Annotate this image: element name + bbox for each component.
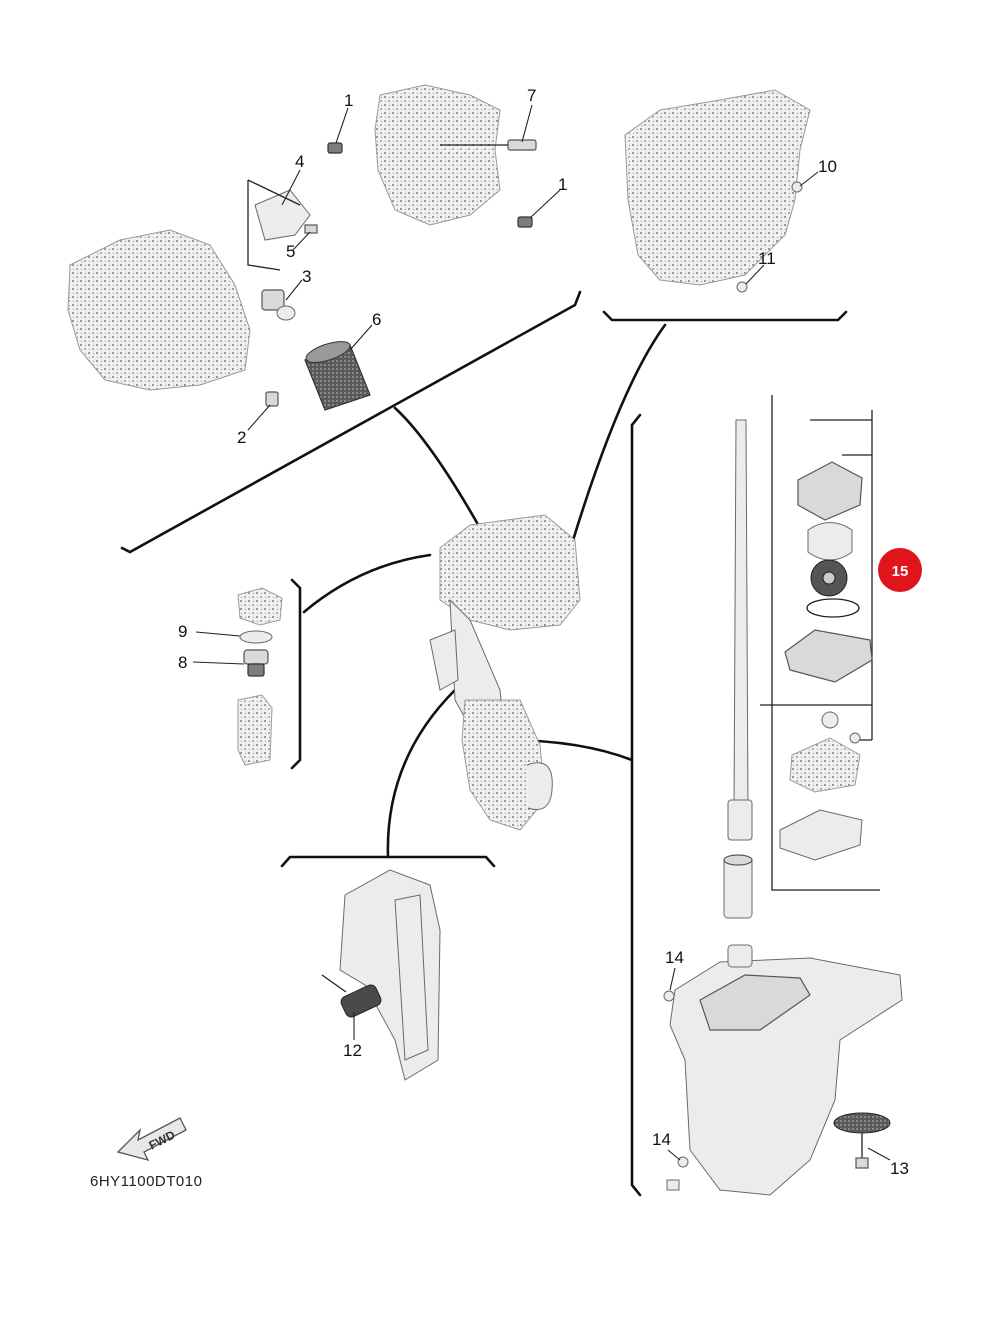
plug-part xyxy=(736,281,748,293)
callout-2: 2 xyxy=(237,428,246,447)
crankcase-right-drawing xyxy=(624,89,811,286)
pump-housing-part xyxy=(797,461,863,521)
callout-4: 4 xyxy=(295,152,304,171)
callout-14-top: 14 xyxy=(665,948,684,967)
anode-part xyxy=(321,974,382,1018)
screw-part xyxy=(304,224,318,234)
callout-9: 9 xyxy=(178,622,187,641)
impeller-part xyxy=(810,559,848,597)
insert-cartridge-part xyxy=(807,522,853,561)
outboard-motor-drawing xyxy=(429,514,581,831)
callout-5: 5 xyxy=(286,242,295,261)
lower-unit-group xyxy=(663,944,903,1196)
bolt-part xyxy=(677,1156,689,1168)
callout-1-top: 1 xyxy=(344,91,353,110)
callout-3: 3 xyxy=(302,267,311,286)
group-bracket-top-right xyxy=(602,310,848,322)
pump-o-ring-part xyxy=(806,598,860,618)
callout-13: 13 xyxy=(890,1159,909,1178)
callout-10: 10 xyxy=(818,157,837,176)
oil-filter-part xyxy=(304,341,371,411)
oil-pressure-switch-part xyxy=(261,289,296,321)
clamp-bracket-group xyxy=(321,869,441,1081)
bolt-part xyxy=(517,216,533,228)
cylinder-block-group xyxy=(67,84,561,431)
callout-14-bottom: 14 xyxy=(652,1130,671,1149)
group-bracket-bottom xyxy=(280,855,496,868)
highlight-callout-label: 15 xyxy=(892,563,909,580)
drain-plug-part xyxy=(265,391,279,407)
highlight-callout-15[interactable]: 15 xyxy=(878,548,922,592)
plug-part xyxy=(791,181,803,193)
crankcase-left-drawing xyxy=(67,229,251,391)
trim-tab-part xyxy=(833,1112,891,1169)
crankcase-right-group xyxy=(624,89,819,293)
callout-6: 6 xyxy=(372,310,381,329)
callout-8: 8 xyxy=(178,653,187,672)
gasket-part xyxy=(254,189,311,241)
callout-labels: 1 1 2 3 4 5 6 7 8 9 10 11 12 13 14 14 xyxy=(178,86,909,1178)
callout-7: 7 xyxy=(527,86,536,105)
thermostat-part xyxy=(243,649,269,677)
cylinder-head-drawing xyxy=(374,84,501,226)
outer-plate-part xyxy=(784,629,873,683)
drive-shaft-part xyxy=(723,419,753,919)
bolt-part xyxy=(663,990,675,1002)
thermostat-group xyxy=(192,587,283,766)
water-pump-group xyxy=(723,395,880,919)
group-bracket-mid-left xyxy=(290,578,302,770)
figure-code: 6HY1100DT010 xyxy=(90,1173,202,1190)
o-ring-part xyxy=(239,630,273,644)
callout-12: 12 xyxy=(343,1041,362,1060)
group-bracket-top-left xyxy=(120,290,582,554)
callout-11: 11 xyxy=(758,249,776,268)
forward-direction-arrow: FWD xyxy=(116,1117,187,1161)
group-bracket-right xyxy=(630,413,642,1197)
callout-1-right: 1 xyxy=(558,175,567,194)
bolt-part xyxy=(327,142,343,154)
